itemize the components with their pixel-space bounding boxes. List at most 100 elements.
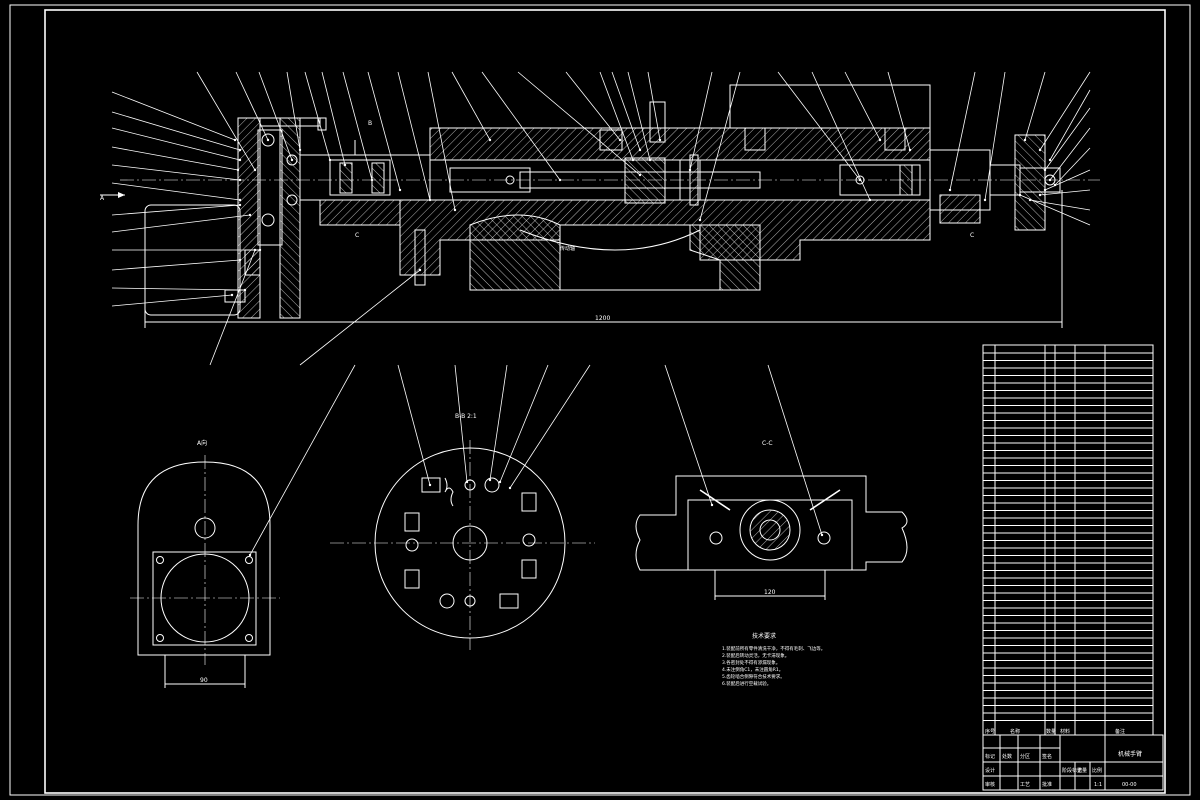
leader-dot <box>243 288 247 292</box>
leader-dot <box>253 168 257 172</box>
leader-dot <box>658 138 662 142</box>
leader-dot <box>508 486 512 490</box>
leader-line <box>111 111 241 151</box>
leader-dot <box>398 188 402 192</box>
leader-line <box>767 364 823 536</box>
leader-dot <box>290 158 294 162</box>
leader-line <box>599 71 634 161</box>
leader-line <box>627 71 651 161</box>
tb-header-mark: 标记 <box>985 753 995 760</box>
leader-dot <box>428 483 432 487</box>
leader-dot <box>1038 148 1042 152</box>
leader-line <box>111 294 233 307</box>
leader-line <box>509 364 591 489</box>
tb-header-sign: 签名 <box>1042 753 1052 760</box>
spring-clamp-left <box>404 512 420 589</box>
leader-dot <box>238 203 242 207</box>
tb-header-zone: 分区 <box>1020 753 1030 760</box>
leader-dot <box>1048 158 1052 162</box>
leader-line <box>111 91 236 141</box>
leader-line <box>777 71 861 181</box>
leader-dot <box>908 148 912 152</box>
leader-line <box>111 164 241 181</box>
arm-upper-cover <box>729 84 931 129</box>
leader-dot <box>258 248 262 252</box>
leader-line <box>209 249 256 366</box>
leader-dot <box>238 148 242 152</box>
leader-dot <box>488 478 492 482</box>
leader-dot <box>238 178 242 182</box>
base-casting-left <box>469 214 561 291</box>
section-b-label: B <box>368 120 372 127</box>
leader-dot <box>498 480 502 484</box>
leader-line <box>342 71 373 181</box>
leader-dot <box>488 138 492 142</box>
spring-clamp-top <box>421 477 500 507</box>
leader-line <box>1019 194 1091 226</box>
spring-clamp-right <box>521 492 537 579</box>
tb-role-process: 工艺 <box>1020 782 1030 788</box>
leader-line <box>454 364 468 483</box>
leader-dot <box>1023 138 1027 142</box>
leader-line <box>258 71 293 161</box>
tech-note-6: 6.装配后进行空载试验。 <box>722 680 771 687</box>
leader-dot <box>266 138 270 142</box>
leader-line <box>1054 147 1091 186</box>
leader-line <box>1024 71 1046 141</box>
leader-line <box>1039 189 1091 196</box>
leader-dot <box>238 198 242 202</box>
technical-notes: 技术要求 1.装配前所有零件清洗干净，不得有毛刺、飞边等。 2.装配后转动灵活，… <box>722 632 825 687</box>
leader-dot <box>558 178 562 182</box>
tb-role-review: 审核 <box>985 781 995 788</box>
leader-line <box>949 71 976 191</box>
bill-of-materials-table: 序号 名称 数量 材料 备注 <box>982 344 1154 736</box>
leader-dot <box>710 503 714 507</box>
tb-role-design: 设计 <box>985 767 995 774</box>
view-arrow-a-label: A <box>100 195 105 202</box>
view-a-width-label: 90 <box>200 677 208 684</box>
tech-note-2: 2.装配后转动灵活，无卡滞现象。 <box>722 652 789 659</box>
leader-dot <box>618 138 622 142</box>
leader-line <box>111 204 241 216</box>
leader-line <box>565 71 621 141</box>
leader-dot <box>328 158 332 162</box>
tb-drawing-number: 00-00 <box>1122 782 1137 788</box>
view-bb-title: B-B 2:1 <box>455 413 477 420</box>
leader-line <box>517 71 641 176</box>
section-c-right-label: C <box>970 232 974 239</box>
leader-line <box>481 71 561 181</box>
view-cc-width-label: 120 <box>764 589 776 596</box>
leader-dot <box>428 198 432 202</box>
leader-line <box>811 71 871 201</box>
view-bb: B-B 2:1 <box>330 413 595 650</box>
leader-dot <box>233 138 237 142</box>
leader-dot <box>638 173 642 177</box>
view-a: A向 90 <box>130 439 280 688</box>
spring-clamp-bottom <box>439 593 519 609</box>
leader-line <box>111 182 241 201</box>
leader-dot <box>238 258 242 262</box>
arm-upper-body <box>429 127 931 161</box>
title-block: 标记 处数 分区 签名 设计 审核 工艺 批准 阶段标记 重量 比例 1:1 机… <box>982 734 1164 791</box>
leader-dot <box>948 188 952 192</box>
leader-dot <box>1048 178 1052 182</box>
tech-note-1: 1.装配前所有零件清洗干净，不得有毛刺、飞边等。 <box>722 645 825 652</box>
tb-field-scale: 比例 <box>1092 767 1102 774</box>
bom-col-qty: 数量 <box>1046 728 1056 735</box>
bom-col-remark: 备注 <box>1115 728 1125 735</box>
view-a-title: A向 <box>197 439 207 447</box>
leader-line <box>489 364 508 481</box>
drawing-border <box>9 4 1191 796</box>
tb-field-weight: 重量 <box>1077 767 1087 774</box>
leader-dot <box>1018 193 1022 197</box>
leader-dot <box>370 178 374 182</box>
leader-line <box>111 259 241 271</box>
leader-dot <box>868 198 872 202</box>
leader-line <box>1044 107 1091 171</box>
leader-line <box>664 364 713 506</box>
leader-dot <box>983 198 987 202</box>
bom-col-name: 名称 <box>1010 728 1020 735</box>
left-housing-wall <box>237 117 261 319</box>
leader-line <box>887 71 911 151</box>
leader-dot <box>688 168 692 172</box>
